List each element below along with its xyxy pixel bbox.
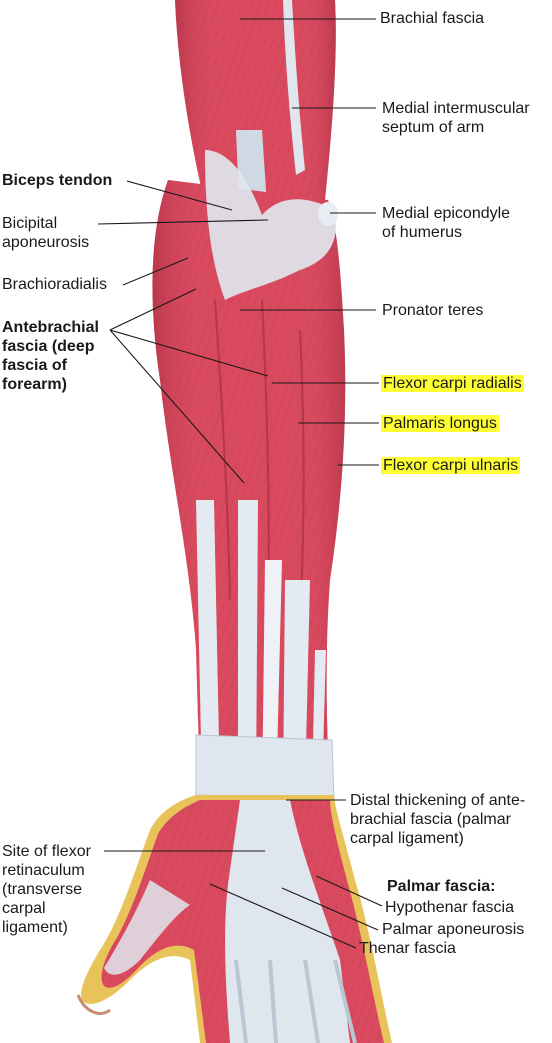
label-line: Antebrachial — [2, 319, 99, 336]
palmar-aponeurosis — [225, 800, 350, 1043]
hand — [76, 795, 393, 1043]
label-line: Medial epicondyle — [382, 205, 511, 222]
label-line: Medial intermuscular — [382, 100, 530, 117]
flexor-digitorum-tendons — [283, 580, 310, 790]
label-line: Distal thickening of ante- — [350, 792, 526, 809]
label-flexor-retinaculum: Site of flexor retinaculum (transverse c… — [2, 842, 91, 937]
highlight-flexor-carpi-ulnaris: Flexor carpi ulnaris — [381, 457, 521, 474]
label-line: septum of arm — [382, 119, 485, 136]
label-palmar-fascia: Palmar fascia: — [387, 878, 496, 895]
thenar-fascia — [104, 880, 190, 975]
label-line: fascia (deep — [2, 338, 95, 355]
palmar-carpal-ligament — [195, 734, 335, 801]
forearm — [152, 150, 346, 800]
label-line: retinaculum — [2, 862, 85, 879]
medial-intermuscular-septum — [283, 0, 305, 175]
label-line: aponeurosis — [2, 234, 90, 251]
label-distal-thickening: Distal thickening of ante- brachial fasc… — [350, 791, 525, 848]
highlight-palmaris-longus: Palmaris longus — [381, 415, 499, 432]
highlight-flexor-carpi-radialis: Flexor carpi radialis — [381, 375, 524, 392]
medial-epicondyle — [318, 202, 338, 226]
label-bicipital-aponeurosis: Bicipital aponeurosis — [2, 214, 89, 252]
label-line: brachial fascia (palmar — [350, 811, 511, 828]
label-line: (transverse — [2, 881, 83, 898]
label-brachial-fascia: Brachial fascia — [380, 10, 485, 27]
bicipital-aponeurosis — [205, 150, 337, 300]
label-line: fascia of — [2, 357, 67, 374]
label-medial-intermuscular-septum: Medial intermuscular septum of arm — [382, 99, 530, 137]
label-hypothenar-fascia: Hypothenar fascia — [385, 899, 514, 916]
label-line: Site of flexor — [2, 843, 91, 860]
label-biceps-tendon: Biceps tendon — [2, 172, 113, 189]
flexor-carpi-radialis-tendon — [238, 500, 258, 790]
leader-lines — [97, 18, 383, 949]
label-brachioradialis: Brachioradialis — [2, 276, 107, 293]
label-line: carpal — [2, 900, 46, 917]
label-antebrachial-fascia: Antebrachial fascia (deep fascia of fore… — [2, 318, 99, 394]
label-line: carpal ligament) — [350, 830, 464, 847]
label-line: ligament) — [2, 919, 68, 936]
label-thenar-fascia: Thenar fascia — [359, 940, 456, 957]
label-pronator-teres: Pronator teres — [382, 302, 484, 319]
label-medial-epicondyle: Medial epicondyle of humerus — [382, 204, 510, 242]
label-palmar-aponeurosis: Palmar aponeurosis — [382, 921, 525, 938]
label-line: forearm) — [2, 376, 67, 393]
label-line: of humerus — [382, 224, 463, 241]
label-flexor-carpi-radialis: Flexor carpi radialis — [381, 374, 524, 393]
label-flexor-carpi-ulnaris: Flexor carpi ulnaris — [381, 456, 521, 475]
brachioradialis-tendon — [196, 500, 220, 790]
label-line: Bicipital — [2, 215, 58, 232]
label-palmaris-longus: Palmaris longus — [381, 414, 499, 433]
